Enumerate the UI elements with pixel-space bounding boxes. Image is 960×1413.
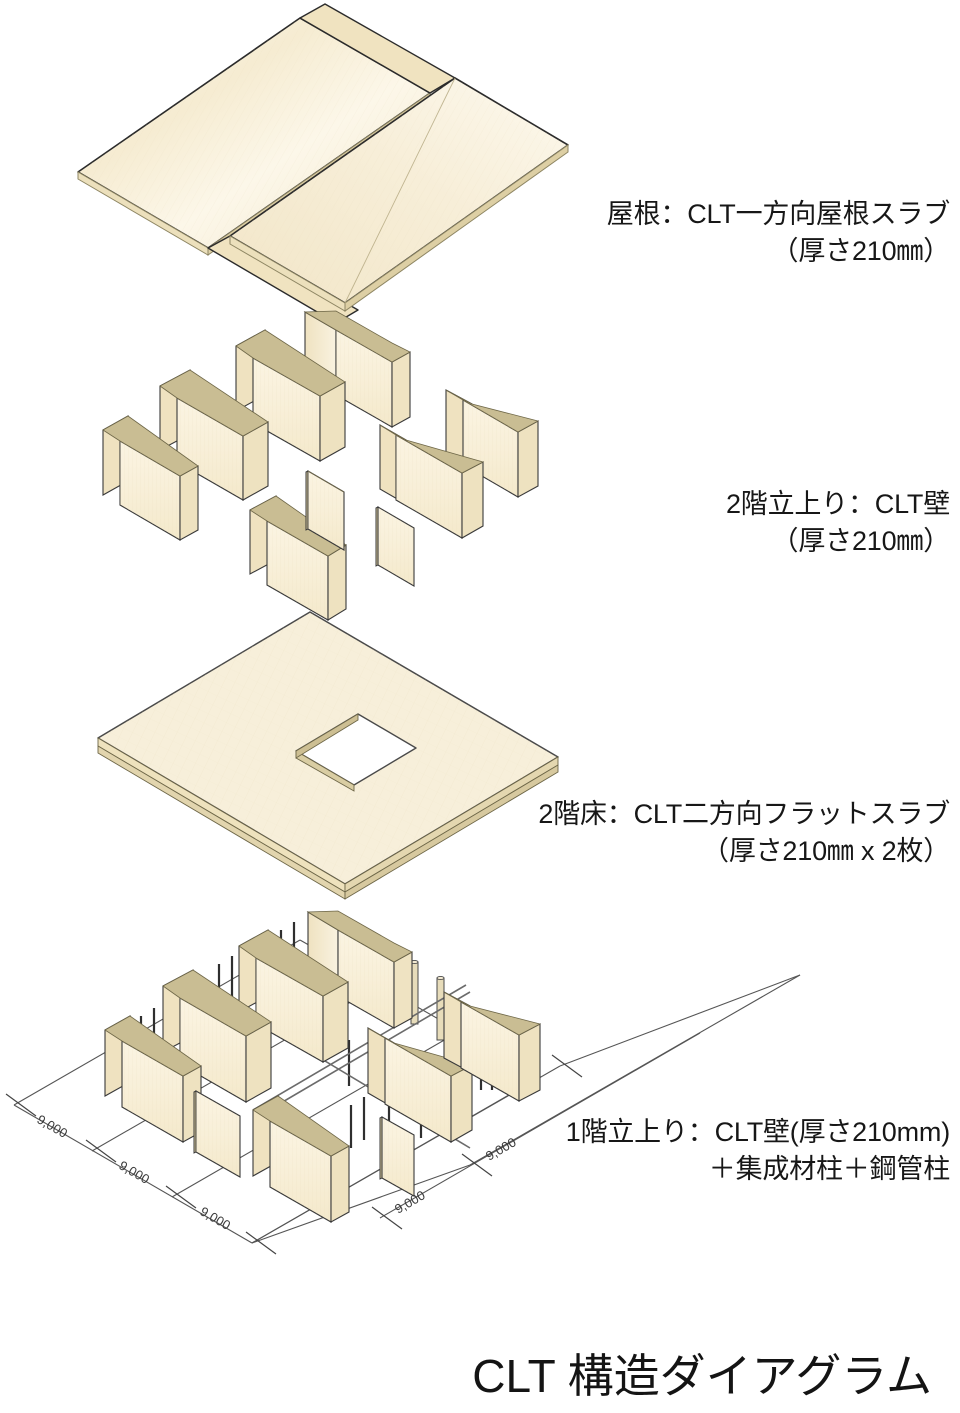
wall-unit-1f-g [367, 1027, 474, 1143]
dim-left-3: 9,000 [198, 1204, 234, 1233]
wall-unit-2f-c [159, 369, 269, 501]
label-wall2-line2: （厚さ210㎜） [771, 526, 951, 556]
label-wall2-line1: 2階立上り：CLT壁 [725, 489, 950, 519]
roof-slab-east [229, 77, 569, 312]
label-second-floor-slab: 2階床：CLT二方向フラットスラブ （厚さ210㎜ x 2枚） [538, 796, 950, 870]
wall-panel-1f-e [193, 1090, 241, 1178]
wall-unit-2f-f [379, 424, 485, 539]
wall-panel-1f-i [379, 1116, 415, 1197]
dim-left-1: 9,000 [35, 1112, 71, 1141]
wall-panel-2f-i [375, 506, 415, 587]
wall-unit-1f-f [252, 1095, 350, 1223]
label-roof-line1: 屋根：CLT一方向屋根スラブ [606, 199, 950, 229]
floor-slab-body [97, 611, 559, 900]
wall-unit-1f-a [306, 910, 413, 1029]
label-second-floor-wall: 2階立上り：CLT壁 （厚さ210㎜） [726, 486, 950, 560]
label-first-floor-wall: 1階立上り：CLT壁(厚さ210mm) ＋集成材柱＋鋼管柱 [566, 1114, 950, 1188]
wall-unit-1f-b [238, 929, 349, 1063]
wall-unit-2f-d [102, 415, 199, 541]
label-floor2-line2: （厚さ210㎜ x 2枚） [702, 836, 950, 866]
wall-unit-2f-b [235, 329, 346, 462]
wall-unit-2f-g [249, 495, 347, 621]
wall-unit-1f-c [162, 969, 272, 1103]
dim-left-2: 9,000 [117, 1158, 153, 1187]
dim-right-2: 9,000 [483, 1134, 519, 1163]
label-roof-line2: （厚さ210㎜） [771, 236, 951, 266]
wall-panel-2f-h [305, 470, 345, 551]
wall-unit-1f-d [104, 1015, 202, 1143]
label-wall1-line2: ＋集成材柱＋鋼管柱 [708, 1154, 950, 1184]
label-floor2-line1: 2階床：CLT二方向フラットスラブ [538, 799, 950, 829]
diagram-title: CLT 構造ダイアグラム [472, 1350, 932, 1402]
label-wall1-line1: 1階立上り：CLT壁(厚さ210mm) [565, 1117, 950, 1147]
label-roof: 屋根：CLT一方向屋根スラブ （厚さ210㎜） [607, 196, 950, 270]
wall-unit-1f-h [443, 991, 542, 1102]
